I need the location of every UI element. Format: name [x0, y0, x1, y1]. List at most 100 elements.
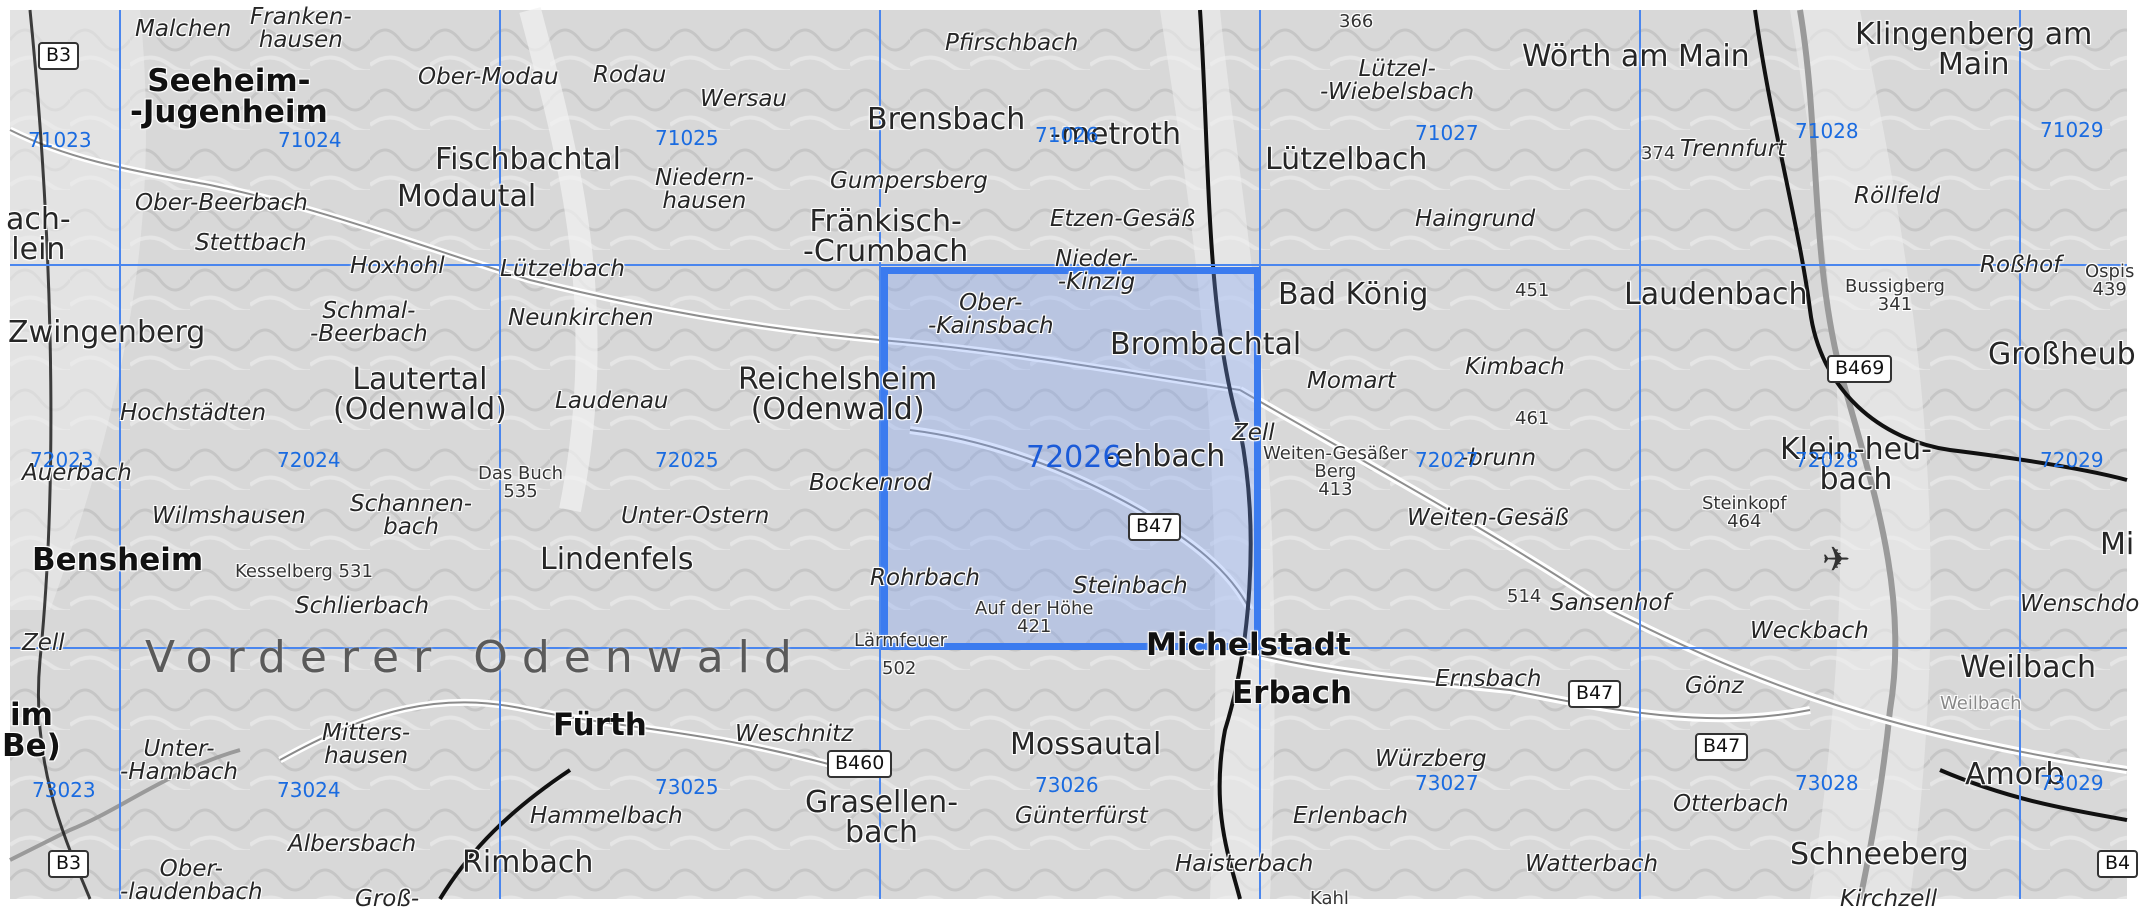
tile-label[interactable]: 71028 [1795, 119, 1859, 143]
road-badge: B47 [1568, 680, 1622, 708]
place-label: Lärmfeuer [854, 630, 947, 651]
place-label: Bad König [1278, 277, 1429, 312]
grid-line [879, 10, 881, 899]
road-badge: B469 [1827, 355, 1893, 383]
place-label: Pfirschbach [945, 30, 1079, 56]
place-label: Kahl [1310, 888, 1349, 909]
grid-line [2019, 10, 2021, 899]
place-label: Amorb [1965, 757, 2065, 792]
tile-label[interactable]: 72027 [1415, 448, 1479, 472]
elevation-label: Auf der Höhe 421 [975, 598, 1094, 637]
tile-label[interactable]: 71027 [1415, 121, 1479, 145]
place-label: Weilbach [1960, 650, 2096, 685]
tile-label[interactable]: 73026 [1035, 773, 1099, 797]
place-label: Erlenbach [1293, 803, 1409, 829]
place-label: Weschnitz [735, 721, 854, 747]
place-label: Auerbach [22, 460, 132, 486]
elevation-label: 514 [1507, 586, 1542, 607]
place-label: Otterbach [1673, 791, 1789, 817]
tile-label[interactable]: 71024 [278, 128, 342, 152]
place-label: Lindenfels [540, 542, 694, 577]
place-label: Wilmshausen [152, 503, 306, 529]
place-label: Haingrund [1415, 206, 1536, 232]
place-label: Brombachtal [1110, 327, 1302, 362]
place-label: Mi [2100, 527, 2135, 562]
place-label: Röllfeld [1854, 183, 1941, 209]
place-label: Trennfurt [1680, 136, 1787, 162]
tile-label[interactable]: 73023 [32, 778, 96, 802]
tile-label[interactable]: 71023 [28, 128, 92, 152]
grid-line [119, 10, 121, 899]
place-label: Wörth am Main [1522, 39, 1750, 74]
elevation-label: 502 [882, 658, 917, 679]
place-label: Groß- [355, 886, 420, 912]
place-label: Würzberg [1375, 746, 1487, 772]
place-label: Zell [22, 630, 65, 656]
elevation-label: Bussigberg 341 [1845, 276, 1945, 315]
place-label: Unter- -Hambach [120, 736, 239, 785]
place-label: Mossautal [1010, 727, 1162, 762]
tile-label[interactable]: 72024 [277, 448, 341, 472]
map-canvas[interactable]: Vorderer Odenwald Malchen Franken- hause… [2, 6, 2139, 911]
place-label: Zell [1232, 420, 1275, 446]
place-label: Günterfürst [1015, 803, 1148, 829]
terrain-layer [8, 7, 2128, 901]
place-label: -ehbach [1104, 439, 1226, 474]
road-badge: B3 [48, 850, 90, 878]
place-label: Großheub [1988, 337, 2136, 372]
place-label: Lautertal (Odenwald) [333, 362, 507, 427]
place-label: Ober-Beerbach [135, 190, 308, 216]
tile-label[interactable]: 71029 [2040, 118, 2104, 142]
place-label: Unter-Ostern [621, 503, 770, 529]
place-label: Kimbach [1465, 354, 1565, 380]
selected-tile-highlight[interactable] [881, 267, 1261, 650]
tile-label[interactable]: 72025 [655, 448, 719, 472]
elevation-label: Weiten-Gesäßer Berg 413 [1263, 443, 1408, 500]
place-label: -brunn [1460, 445, 1537, 471]
place-label: Wersau [700, 86, 788, 112]
tile-label[interactable]: 73025 [655, 775, 719, 799]
tile-label[interactable]: 72023 [30, 448, 94, 472]
tile-label[interactable]: 73024 [277, 778, 341, 802]
tile-label[interactable]: 72029 [2040, 448, 2104, 472]
place-label: Fränkisch- -Crumbach [803, 204, 969, 269]
place-label: -metroth [1050, 117, 1182, 152]
place-label: Ober- -Kainsbach [928, 290, 1054, 339]
tile-label[interactable]: 73027 [1415, 771, 1479, 795]
tile-label-selected[interactable]: 72026 [1026, 440, 1122, 475]
grid-line [499, 10, 501, 899]
place-label: Gönz [1685, 673, 1744, 699]
tile-label[interactable]: 73029 [2040, 771, 2104, 795]
grid-line [10, 264, 2127, 266]
place-label: Haisterbach [1175, 851, 1314, 877]
place-label: Rodau [593, 62, 667, 88]
grid-line [1639, 10, 1641, 899]
tile-label[interactable]: 73028 [1795, 771, 1859, 795]
road-badge: B460 [827, 750, 893, 778]
place-label: Schmal- -Beerbach [310, 298, 428, 347]
place-label: Hochstädten [120, 400, 267, 426]
place-label: Ober-Modau [418, 64, 559, 90]
place-label: Stettbach [195, 230, 307, 256]
place-label: Nieder- -Kinzig [1055, 246, 1138, 295]
place-label: Steinbach [1073, 573, 1188, 599]
place-label: Rimbach [462, 845, 594, 880]
place-label: Weiten-Gesäß [1407, 505, 1569, 531]
place-label: Laudenbach [1624, 277, 1808, 312]
tile-label[interactable]: 72028 [1795, 448, 1859, 472]
place-label: Zwingenberg [8, 315, 206, 350]
place-label-city: Fürth [553, 707, 647, 743]
elevation-label: Steinkopf 464 [1702, 493, 1787, 532]
place-label: Momart [1307, 368, 1396, 394]
road-badge: B47 [1695, 733, 1749, 761]
tile-label[interactable]: 71025 [655, 126, 719, 150]
place-label: Neunkirchen [508, 305, 654, 331]
place-label: Brensbach [867, 102, 1026, 137]
tile-label[interactable]: 71026 [1035, 123, 1099, 147]
place-label: ach- lein [6, 202, 71, 267]
road-badge: B4 [2097, 850, 2139, 878]
place-label: Rohrbach [870, 565, 981, 591]
elevation-label: 374 [1641, 143, 1676, 164]
place-label-city: Erbach [1232, 675, 1353, 711]
airport-icon: ✈ [1822, 541, 1851, 579]
